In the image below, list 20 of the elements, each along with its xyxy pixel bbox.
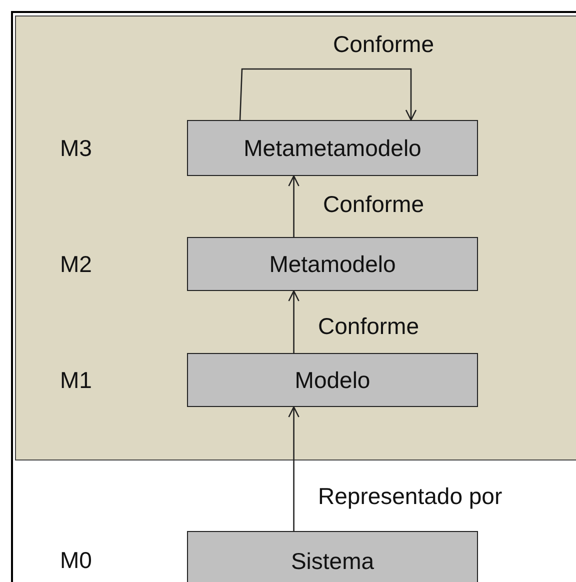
node-label: Modelo [294, 366, 370, 394]
process-box [187, 120, 478, 176]
process-box [187, 237, 478, 291]
arrow [288, 406, 300, 531]
process-box [187, 531, 478, 582]
level-label: M2 [60, 251, 92, 278]
node-label: Metamodelo [269, 250, 396, 278]
node-label: Metametamodelo [244, 134, 422, 162]
edge-label: Conforme [318, 313, 419, 340]
arrow [288, 290, 300, 353]
edge-label: Conforme [333, 31, 434, 58]
level-label: M1 [60, 367, 92, 394]
level-label: M0 [60, 547, 92, 574]
node-label: Sistema [290, 548, 374, 574]
arrow [288, 175, 300, 237]
level-label: M3 [60, 135, 92, 162]
edge-label: Conforme [323, 191, 424, 218]
edge-label: Representado por [318, 483, 502, 510]
process-box [187, 353, 478, 407]
arrow [239, 68, 417, 121]
